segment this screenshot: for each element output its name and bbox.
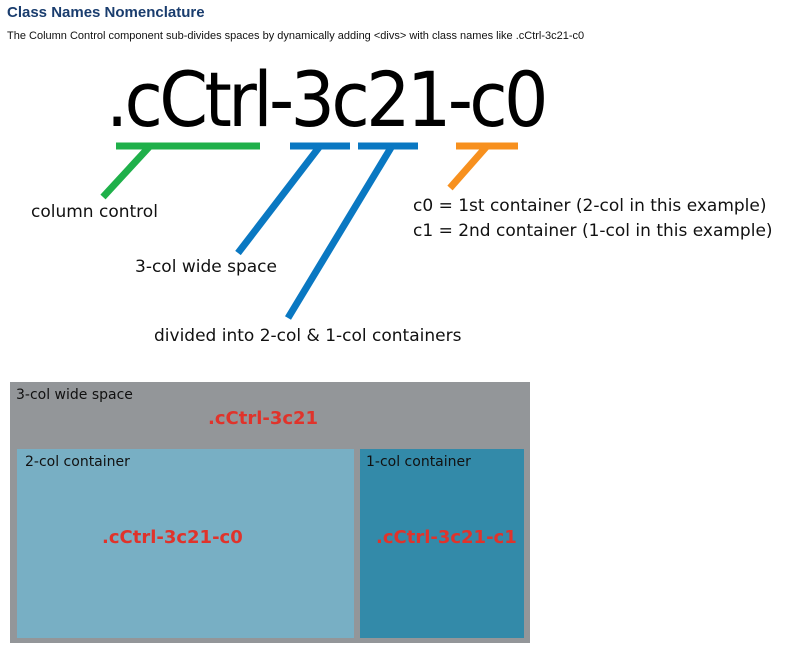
container-c1: 1-col container .cCtrl-3c21-c1 — [360, 449, 524, 638]
c0-class: .cCtrl-3c21-c0 — [102, 527, 243, 548]
c1-label: 1-col container — [366, 454, 471, 470]
page-title: Class Names Nomenclature — [7, 4, 205, 21]
description: The Column Control component sub-divides… — [7, 30, 585, 42]
label-column-control: column control — [31, 202, 158, 222]
outer-label: 3-col wide space — [16, 387, 133, 403]
label-three-col: 3-col wide space — [135, 257, 277, 277]
c0-label: 2-col container — [25, 454, 130, 470]
label-c1: c1 = 2nd container (1-col in this exampl… — [413, 221, 773, 241]
annotation-lines — [100, 142, 518, 320]
c1-class: .cCtrl-3c21-c1 — [376, 527, 517, 548]
blue-pointer-21 — [285, 142, 418, 320]
outer-class: .cCtrl-3c21 — [208, 408, 319, 429]
green-pointer — [100, 142, 260, 200]
label-c0: c0 = 1st container (2-col in this exampl… — [413, 196, 767, 216]
orange-pointer — [447, 142, 518, 191]
blue-pointer-3 — [235, 142, 350, 256]
class-name-example: .cCtrl-3c21-c0 — [106, 55, 549, 144]
container-c0: 2-col container .cCtrl-3c21-c0 — [17, 449, 354, 638]
label-divided: divided into 2-col & 1-col containers — [154, 326, 462, 346]
